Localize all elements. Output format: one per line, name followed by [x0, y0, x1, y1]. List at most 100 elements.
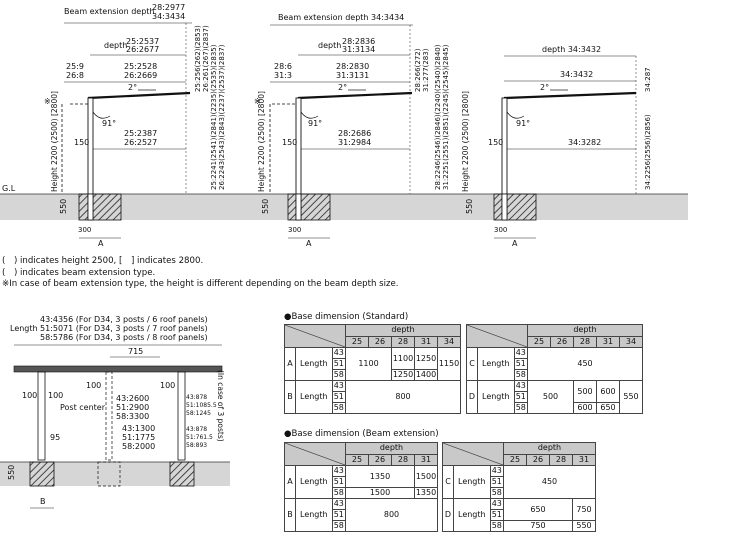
right-base-300: 300 [494, 226, 507, 234]
beam-b-2: 26:2669 [124, 71, 157, 80]
beam-ext-value-1: 28:2977 [152, 3, 185, 12]
footing-mid [287, 193, 331, 221]
front-footing-2 [97, 461, 121, 487]
right-roof-angle: 2° [540, 83, 549, 92]
post-center-2: 51:2900 [116, 403, 149, 412]
side-dim-low-1: 25:2241(2541)(2841)(2235)(2535)(2835) [210, 44, 218, 190]
mid-side-low-2: 31:2251(2551)(2851)(2245)(2545)(2845) [442, 44, 450, 190]
beam-ext-label: Beam extension depth [64, 7, 154, 16]
mid-post-angle: 91° [308, 119, 322, 128]
right-post-angle: 91° [516, 119, 530, 128]
mid-side-low-1: 28:2246(2546)(2846)(2240)(2540)(2840) [434, 44, 442, 190]
front-550: 550 [7, 465, 16, 480]
three-posts: (In case of 3 posts) [216, 370, 225, 442]
rs-1: 43:878 [186, 394, 207, 401]
post-center-label: Post center [60, 403, 106, 412]
length-line-1: 43:4356 (For D34, 3 posts / 6 roof panel… [40, 315, 208, 324]
post-angle: 91° [102, 119, 116, 128]
mid-beam-a-2: 31:3 [274, 71, 292, 80]
roof-angle: 2° [128, 83, 137, 92]
extension-table-ab: depth 25 26 28 31 A Length 43 1350 1500 … [284, 442, 438, 532]
mark: ※ [44, 97, 51, 106]
gl-label: G.L [2, 184, 16, 193]
rs-2: 51:1085.5 [186, 402, 217, 409]
right-beam-b: 34:3432 [560, 70, 593, 79]
right-depth: depth 34:3432 [542, 45, 601, 54]
base-550: 550 [59, 199, 68, 214]
lower-2: 26:2527 [124, 138, 157, 147]
d95: 95 [50, 433, 60, 442]
side-dim-2: 26:261(267)(2837) [202, 25, 210, 92]
beam-a-1: 25:9 [66, 62, 84, 71]
mid-beam-a-1: 28:6 [274, 62, 292, 71]
hundred-1: 100 [86, 381, 101, 390]
right-side: 34:287 [644, 67, 652, 92]
beam-ext-value-2: 34:3434 [152, 12, 185, 21]
mid-lower-2: 31:2984 [338, 138, 371, 147]
mid-base-550: 550 [261, 199, 270, 214]
std-depth-header: depth [345, 324, 461, 337]
length-prefix: Length [10, 324, 38, 333]
d715: 715 [128, 347, 143, 356]
footing-left [78, 193, 122, 221]
mid-beam-b-2: 31:3131 [336, 71, 369, 80]
mid-a-label: A [306, 239, 312, 248]
mid-height-label: Height 2200 (2500) [2800] [257, 91, 266, 192]
beam-a-2: 26:8 [66, 71, 84, 80]
rs-3: 58:1245 [186, 410, 211, 417]
front-view: 43:4356 (For D34, 3 posts / 6 roof panel… [0, 315, 230, 509]
right-height-label: Height 2200 (2500) [2800] [461, 91, 470, 192]
front-b-label: B [40, 497, 46, 506]
footing-right [493, 193, 537, 221]
post-center-1: 43:2600 [116, 394, 149, 403]
rsl-2: 51:761.5 [186, 434, 213, 441]
mid-depth-label: depth [318, 41, 341, 50]
mid-lower-1: 28:2686 [338, 129, 371, 138]
right-base-550: 550 [465, 199, 474, 214]
mid-depth-1: 28:2836 [342, 37, 375, 46]
middle-side-view: Beam extension depth 34:3434 depth 28:28… [254, 13, 450, 248]
lc-2: 51:1775 [122, 433, 155, 442]
length-line-3: 58:5786 (For D34, 3 posts / 8 roof panel… [40, 333, 208, 342]
mid-roof-angle: 2° [338, 83, 347, 92]
side-dim-1: 25:256(262)(2853) [194, 25, 202, 92]
beam-b-1: 25:2528 [124, 62, 157, 71]
right-a-label: A [512, 239, 518, 248]
extension-title: ●Base dimension (Beam extension) [284, 429, 439, 439]
front-footing-3 [169, 461, 195, 487]
front-footing-1 [29, 461, 55, 487]
standard-table-cd: depth 25 26 28 31 34 C Length 43 450 51 … [466, 324, 643, 414]
depth-label: depth [104, 41, 127, 50]
left-side-view: Beam extension depth 28:2977 34:3434 dep… [44, 3, 226, 248]
standard-table-ab: depth 25 26 28 31 34 A Length 43 1100 11… [284, 324, 461, 414]
right-side-view: depth 34:3432 34:3432 2° 91° 34:3282 150… [461, 45, 652, 248]
hundred-4: 100 [48, 391, 63, 400]
mid-base-300: 300 [288, 226, 301, 234]
length-line-2: 51:5071 (For D34, 3 posts / 7 roof panel… [40, 324, 208, 333]
rsl-3: 58:893 [186, 442, 207, 449]
note-3: ※In case of beam extension type, the hei… [2, 279, 399, 289]
extension-table-cd: depth 25 26 28 31 C Length 43 450 51 58 … [442, 442, 596, 532]
mid-beam-b-1: 28:2830 [336, 62, 369, 71]
hundred-2: 100 [160, 381, 175, 390]
mid-side-2: 31:277(283) [422, 48, 430, 92]
hundred-3: 100 [22, 391, 37, 400]
lc-3: 58:2000 [122, 442, 155, 451]
notes: ( ) indicates height 2500, [ ] indicates… [2, 256, 399, 291]
rsl-1: 43:878 [186, 426, 207, 433]
depth-value-1: 25:2537 [126, 37, 159, 46]
mid-offset-150: 150 [282, 138, 297, 147]
note-2: ( ) indicates beam extension type. [2, 267, 156, 278]
base-300: 300 [78, 226, 91, 234]
depth-value-2: 26:2677 [126, 45, 159, 54]
mid-mark: ※ [254, 97, 261, 106]
a-label: A [98, 239, 104, 248]
offset-150: 150 [74, 138, 89, 147]
standard-title: ●Base dimension (Standard) [284, 312, 409, 322]
mid-beam-ext: Beam extension depth 34:3434 [278, 13, 404, 22]
mid-side-1: 28:266(272) [414, 48, 422, 92]
mid-depth-2: 31:3134 [342, 45, 375, 54]
lc-1: 43:1300 [122, 424, 155, 433]
right-lower: 34:3282 [568, 138, 601, 147]
